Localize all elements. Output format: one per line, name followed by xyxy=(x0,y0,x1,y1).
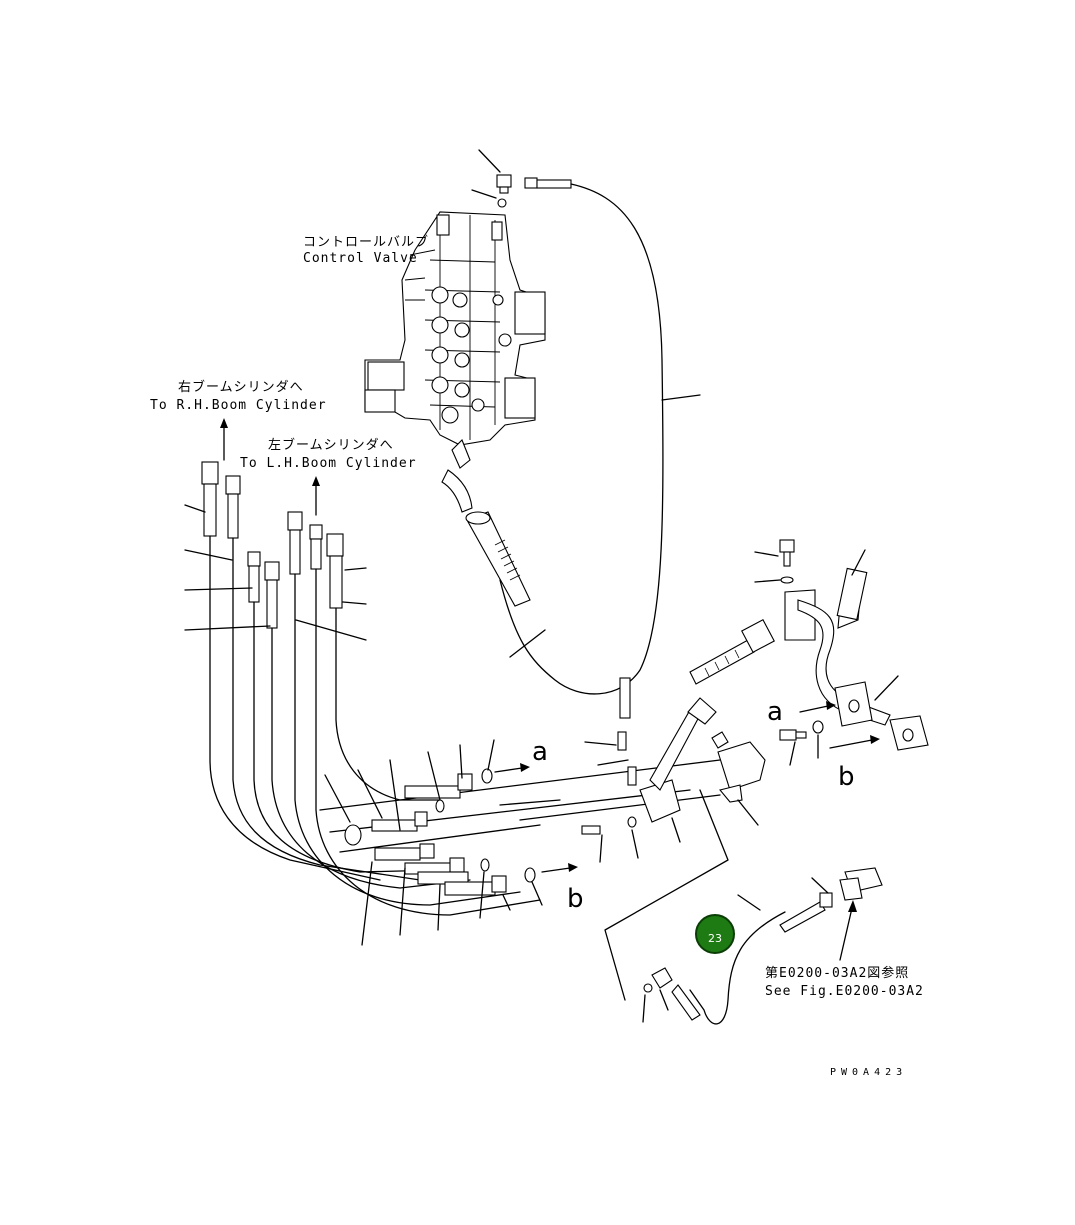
control-valve xyxy=(364,211,546,513)
see-fig-label-en: See Fig.E0200-03A2 xyxy=(765,984,924,999)
center-block xyxy=(581,677,766,1001)
control-valve-label-jp: コントロールバルブ xyxy=(303,234,429,250)
drawing-code: PW0A423 xyxy=(830,1067,907,1078)
lower-right-line xyxy=(642,867,883,1025)
right-pipe-assembly xyxy=(754,539,929,766)
control-valve-label-en: Control Valve xyxy=(303,251,418,266)
boom-arrows xyxy=(220,418,320,516)
flow-mark-b-left: b xyxy=(567,884,584,914)
top-fittings xyxy=(471,149,572,208)
lower-manifold xyxy=(319,739,721,946)
flow-mark-a-left: a xyxy=(532,737,548,767)
callout-number: 23 xyxy=(708,932,722,945)
right-hose xyxy=(689,619,775,685)
boom-cylinder-hoses xyxy=(184,461,541,916)
lh-boom-label-jp: 左ブームシリンダへ xyxy=(268,437,394,453)
main-hose xyxy=(465,511,531,607)
callout-marker-23[interactable]: 23 xyxy=(695,914,735,954)
rh-boom-label-jp: 右ブームシリンダへ xyxy=(178,379,304,395)
flow-mark-b-right: b xyxy=(838,762,855,792)
pilot-line xyxy=(499,183,664,695)
lh-boom-label-en: To L.H.Boom Cylinder xyxy=(240,456,417,471)
flow-mark-a-right: a xyxy=(767,697,783,727)
rh-boom-label-en: To R.H.Boom Cylinder xyxy=(150,398,327,413)
see-fig-label-jp: 第E0200-03A2図参照 xyxy=(765,965,909,981)
